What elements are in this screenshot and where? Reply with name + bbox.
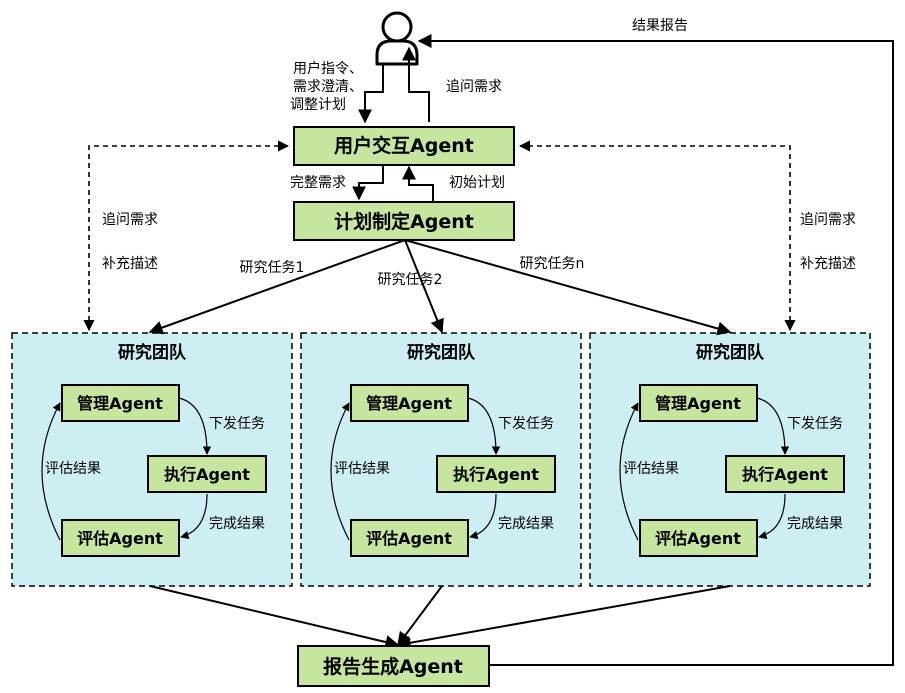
executor-agent-box: 执行Agent <box>725 455 845 493</box>
manager-agent-box: 管理Agent <box>639 384 758 422</box>
evaluator-agent-label: 评估Agent <box>77 529 163 548</box>
evaluate-result-label: 评估结果 <box>623 461 679 477</box>
initial-plan-label: 初始计划 <box>449 174 505 191</box>
task-1-label: 研究任务1 <box>240 260 305 276</box>
right-fill-label: 补充描述 <box>800 256 856 272</box>
evaluate-result-label: 评估结果 <box>334 461 390 477</box>
teams-layer: 研究团队管理Agent执行Agent评估Agent下发任务完成结果评估结果研究团… <box>41 342 845 557</box>
evaluator-agent-label: 评估Agent <box>655 529 741 548</box>
planner-agent-box: 计划制定Agent <box>293 201 515 241</box>
manager-agent-box: 管理Agent <box>61 384 180 422</box>
evaluator-agent-label: 评估Agent <box>366 529 452 548</box>
ui-agent-label: 用户交互Agent <box>334 134 474 157</box>
executor-agent-label: 执行Agent <box>164 465 250 484</box>
team-title: 研究团队 <box>407 342 476 363</box>
user-instruction-line3: 调整计划 <box>290 97 346 113</box>
team-title: 研究团队 <box>696 342 765 363</box>
dispatch-task-label: 下发任务 <box>787 416 843 432</box>
team-title: 研究团队 <box>118 342 187 363</box>
evaluate-result-label: 评估结果 <box>45 461 101 477</box>
team-flow-arrows <box>619 397 790 541</box>
result-report-label: 结果报告 <box>632 18 688 34</box>
full-requirements-label: 完整需求 <box>290 175 346 191</box>
task-2-label: 研究任务2 <box>378 272 443 288</box>
report-agent-box: 报告生成Agent <box>297 645 490 687</box>
planner-agent-label: 计划制定Agent <box>334 210 474 233</box>
manager-agent-box: 管理Agent <box>350 384 469 422</box>
complete-result-label: 完成结果 <box>498 516 554 532</box>
complete-result-label: 完成结果 <box>209 516 265 532</box>
left-fill-label: 补充描述 <box>102 256 158 272</box>
ask-requirements-label: 追问需求 <box>446 79 502 95</box>
right-ask-label: 追问需求 <box>800 212 856 228</box>
executor-agent-box: 执行Agent <box>147 455 267 493</box>
manager-agent-label: 管理Agent <box>366 394 452 413</box>
executor-agent-label: 执行Agent <box>742 465 828 484</box>
manager-agent-label: 管理Agent <box>655 394 741 413</box>
dispatch-task-label: 下发任务 <box>498 416 554 432</box>
report-agent-label: 报告生成Agent <box>323 655 463 678</box>
team-flow-arrows <box>330 397 501 541</box>
team-flow-arrows <box>41 397 212 541</box>
evaluator-agent-box: 评估Agent <box>639 519 758 557</box>
task-n-label: 研究任务n <box>520 256 585 272</box>
user-instruction-line2: 需求澄清、 <box>293 79 363 95</box>
left-ask-label: 追问需求 <box>102 212 158 228</box>
user-instruction-line1: 用户指令、 <box>293 60 363 77</box>
manager-agent-label: 管理Agent <box>77 394 163 413</box>
complete-result-label: 完成结果 <box>787 516 843 532</box>
executor-agent-label: 执行Agent <box>453 465 539 484</box>
dashed-connectors <box>83 140 796 332</box>
user-icon <box>375 11 419 66</box>
executor-agent-box: 执行Agent <box>436 455 556 493</box>
evaluator-agent-box: 评估Agent <box>61 519 180 557</box>
evaluator-agent-box: 评估Agent <box>350 519 469 557</box>
ui-agent-box: 用户交互Agent <box>293 126 515 166</box>
dispatch-task-label: 下发任务 <box>209 416 265 432</box>
